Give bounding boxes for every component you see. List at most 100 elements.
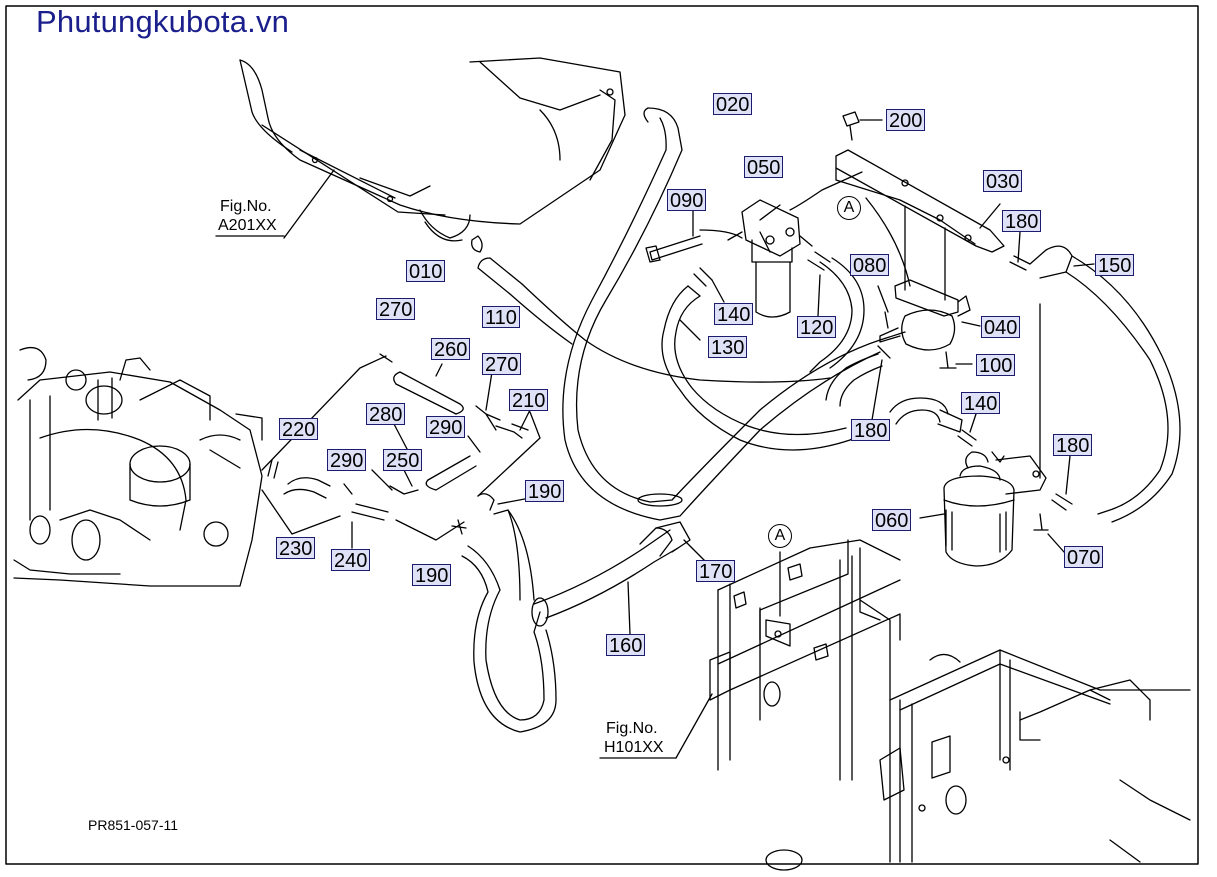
leader-180-upper bbox=[1017, 231, 1021, 263]
view-marker-a-lower: A bbox=[768, 524, 792, 548]
leader-140b bbox=[969, 413, 977, 433]
leader-180-lower bbox=[1065, 455, 1071, 495]
bolt-100 bbox=[939, 351, 957, 369]
callout-290-right[interactable]: 290 bbox=[426, 416, 466, 439]
leader-290-right bbox=[467, 435, 481, 453]
hose-140-lower-drawing bbox=[889, 397, 963, 433]
leader-040 bbox=[961, 321, 981, 327]
fuel-filter-050-drawing bbox=[727, 199, 813, 318]
callout-190-right[interactable]: 190 bbox=[525, 480, 565, 503]
callout-040[interactable]: 040 bbox=[981, 316, 1021, 339]
watermark-text: Phutungkubota.vn bbox=[36, 4, 290, 39]
fig-ref-leader-1 bbox=[283, 169, 335, 239]
hose-180-middle-drawing bbox=[825, 353, 883, 407]
callout-250[interactable]: 250 bbox=[383, 449, 423, 472]
leader-230 bbox=[261, 489, 341, 535]
view-a-leader-upper bbox=[865, 197, 911, 287]
callout-110[interactable]: 110 bbox=[482, 306, 520, 329]
return-hose-drawing bbox=[562, 107, 906, 521]
fig-ref-2-code: H101XX bbox=[604, 739, 664, 756]
clamp-180-middle bbox=[877, 345, 891, 359]
leader-140a bbox=[711, 279, 725, 303]
callout-230[interactable]: 230 bbox=[276, 537, 316, 560]
leader-180-middle bbox=[871, 359, 883, 421]
leader-290-left bbox=[371, 469, 393, 491]
bolt-070 bbox=[1033, 513, 1049, 531]
leader-270-right bbox=[485, 371, 493, 411]
leader-050-a bbox=[789, 171, 863, 211]
callout-210[interactable]: 210 bbox=[509, 389, 549, 412]
page-border bbox=[5, 5, 1199, 865]
leader-190-left bbox=[395, 519, 465, 541]
fig-ref-1-title: Fig.No. bbox=[220, 198, 272, 215]
callout-160[interactable]: 160 bbox=[606, 634, 646, 657]
leader-130 bbox=[679, 319, 701, 341]
leader-260 bbox=[435, 363, 443, 377]
filter-060-drawing bbox=[943, 451, 1047, 567]
drawing-number: PR851-057-11 bbox=[88, 817, 179, 833]
bolt-200-drawing bbox=[842, 111, 860, 141]
hose-110-drawing bbox=[471, 235, 831, 383]
callout-130[interactable]: 130 bbox=[708, 336, 748, 359]
hose-120-drawing bbox=[809, 257, 865, 373]
leader-070 bbox=[1047, 533, 1065, 553]
callout-050[interactable]: 050 bbox=[744, 156, 784, 179]
bolt-080 bbox=[884, 311, 889, 329]
callout-270-left[interactable]: 270 bbox=[376, 298, 416, 321]
leader-170 bbox=[683, 539, 707, 563]
fig-ref-2-title: Fig.No. bbox=[606, 720, 658, 737]
fuel-tank-drawing bbox=[239, 57, 626, 242]
callout-280[interactable]: 280 bbox=[366, 403, 406, 426]
callout-080[interactable]: 080 bbox=[850, 254, 890, 277]
clamp-180-lower bbox=[1051, 493, 1073, 511]
clamp-120 bbox=[807, 251, 831, 271]
callout-150[interactable]: 150 bbox=[1095, 254, 1135, 277]
leader-250 bbox=[403, 469, 413, 487]
callout-140-upper[interactable]: 140 bbox=[714, 303, 754, 326]
clamp-140-upper bbox=[693, 267, 713, 287]
bracket-030-drawing bbox=[835, 149, 1005, 301]
leader-150 bbox=[1073, 263, 1095, 267]
callout-220[interactable]: 220 bbox=[279, 418, 319, 441]
callout-090[interactable]: 090 bbox=[667, 189, 707, 212]
callout-120[interactable]: 120 bbox=[797, 316, 837, 339]
leader-190-right bbox=[497, 497, 531, 505]
fuel-pump-040-drawing bbox=[879, 279, 971, 351]
callout-290-left[interactable]: 290 bbox=[327, 449, 367, 472]
callout-270-right[interactable]: 270 bbox=[482, 353, 522, 376]
callout-030[interactable]: 030 bbox=[983, 170, 1023, 193]
callout-020[interactable]: 020 bbox=[713, 93, 753, 116]
callout-180-lower[interactable]: 180 bbox=[1053, 434, 1093, 457]
hose-160-drawing bbox=[461, 509, 691, 733]
leader-210 bbox=[477, 409, 541, 497]
frame-drawing bbox=[709, 539, 1191, 871]
callout-260[interactable]: 260 bbox=[431, 338, 471, 361]
callout-180-upper[interactable]: 180 bbox=[1002, 210, 1042, 233]
callout-070[interactable]: 070 bbox=[1064, 546, 1104, 569]
callout-240[interactable]: 240 bbox=[331, 549, 371, 572]
hose-150-drawing bbox=[1009, 245, 1181, 523]
callout-190-left[interactable]: 190 bbox=[412, 564, 452, 587]
clamp-140-lower bbox=[957, 429, 977, 447]
leader-030 bbox=[979, 203, 1001, 229]
callout-060[interactable]: 060 bbox=[872, 509, 912, 532]
fig-ref-leader-2 bbox=[675, 693, 713, 759]
leader-060 bbox=[919, 513, 945, 519]
fig-ref-1-code: A201XX bbox=[218, 217, 277, 234]
callout-010[interactable]: 010 bbox=[406, 260, 446, 283]
view-marker-a-upper: A bbox=[837, 196, 861, 220]
left-hoses-drawing bbox=[267, 353, 529, 535]
callout-200[interactable]: 200 bbox=[886, 109, 926, 132]
callout-100[interactable]: 100 bbox=[976, 354, 1016, 377]
leader-090b bbox=[699, 229, 743, 239]
hose-130-drawing bbox=[661, 285, 871, 451]
leader-160 bbox=[627, 581, 631, 635]
leader-120 bbox=[817, 274, 821, 317]
callout-170[interactable]: 170 bbox=[696, 560, 736, 583]
callout-180-middle[interactable]: 180 bbox=[851, 419, 891, 442]
engine-drawing bbox=[13, 346, 263, 587]
callout-140-lower[interactable]: 140 bbox=[961, 392, 1001, 415]
leader-080 bbox=[877, 285, 889, 313]
